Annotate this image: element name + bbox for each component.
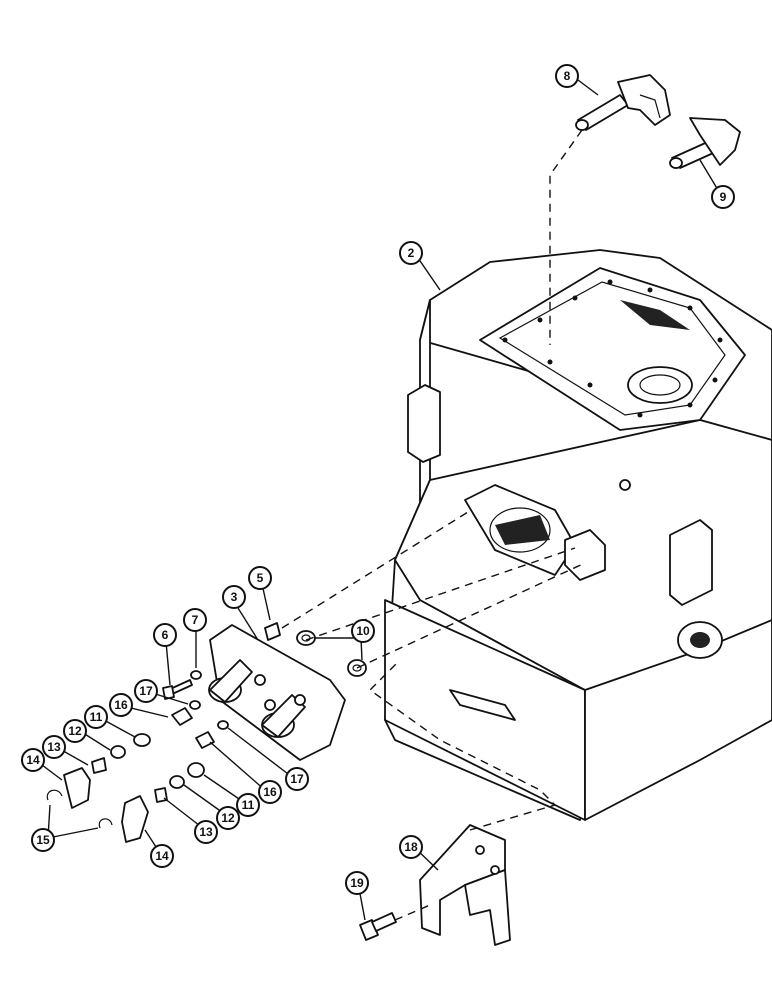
- callout-17-lower: 17: [285, 767, 309, 791]
- callout-14-upper: 14: [21, 748, 45, 772]
- callout-14-lower: 14: [150, 844, 174, 868]
- callout-6: 6: [153, 623, 177, 647]
- callout-6-label: 6: [162, 628, 169, 642]
- bolt-19: [359, 912, 397, 941]
- callout-17-lower-label: 17: [290, 772, 304, 786]
- shift-shaft-8: [575, 74, 671, 131]
- fitting-16-upper: [171, 700, 201, 726]
- ring-11-upper: [133, 733, 151, 747]
- plug-5: [264, 622, 281, 641]
- callout-15-label: 15: [36, 833, 50, 847]
- callout-17-upper-label: 17: [139, 684, 153, 698]
- shift-shaft-9: [669, 117, 741, 169]
- callout-11-lower-label: 11: [242, 798, 255, 812]
- callout-5-label: 5: [257, 571, 264, 585]
- dashed-leader-bracket: [368, 659, 557, 921]
- callout-18: 18: [399, 835, 423, 859]
- clip-15-upper: [46, 789, 63, 801]
- dashed-leader-cover-upper: [281, 511, 469, 629]
- transmission-housing: [384, 249, 772, 821]
- fitting-16-lower: [195, 720, 229, 749]
- callout-12-upper-label: 12: [68, 724, 82, 738]
- washer-7: [190, 670, 202, 680]
- callout-12-upper: 12: [63, 719, 87, 743]
- callout-18-label: 18: [404, 840, 418, 854]
- callout-12-lower: 12: [216, 806, 240, 830]
- bolt-6: [162, 679, 193, 700]
- callout-9: 9: [711, 185, 735, 209]
- callout-7-label: 7: [192, 613, 199, 627]
- lever-14-upper: [63, 767, 91, 809]
- callout-16-lower-label: 16: [263, 785, 277, 799]
- callout-15: 15: [31, 828, 55, 852]
- callout-5: 5: [248, 566, 272, 590]
- callout-7: 7: [183, 608, 207, 632]
- lever-14-lower: [121, 795, 149, 843]
- callout-11-upper: 11: [84, 705, 108, 729]
- clip-15-lower: [98, 818, 113, 829]
- callout-16-upper: 16: [109, 693, 133, 717]
- callout-17-upper: 17: [134, 679, 158, 703]
- callout-10: 10: [351, 619, 375, 643]
- callout-8: 8: [555, 64, 579, 88]
- callout-14-upper-label: 14: [26, 753, 40, 767]
- dashed-leader-cover-middle: [305, 547, 576, 641]
- callout-2: 2: [399, 241, 423, 265]
- callout-8-label: 8: [564, 69, 571, 83]
- callout-13-upper-label: 13: [47, 740, 61, 754]
- dashed-leader-8: [549, 129, 583, 345]
- callout-13-upper: 13: [42, 735, 66, 759]
- callout-19: 19: [345, 871, 369, 895]
- callout-19-label: 19: [350, 876, 364, 890]
- callout-9-label: 9: [720, 190, 727, 204]
- callout-16-upper-label: 16: [114, 698, 128, 712]
- callout-12-lower-label: 12: [221, 811, 235, 825]
- washer-12-upper: [110, 745, 126, 759]
- callout-11-upper-label: 11: [90, 710, 103, 724]
- callout-2-label: 2: [408, 246, 415, 260]
- callout-10-label: 10: [356, 624, 370, 638]
- cover-plate-3: [208, 624, 346, 761]
- callout-13-lower: 13: [194, 820, 218, 844]
- callout-3: 3: [222, 585, 246, 609]
- callout-11-lower: 11: [236, 793, 260, 817]
- key-13-lower: [154, 787, 168, 803]
- bracket-18: [419, 824, 511, 946]
- key-13-upper: [91, 757, 107, 774]
- ring-11-lower: [187, 762, 205, 778]
- callout-3-label: 3: [231, 590, 238, 604]
- washer-12-lower: [169, 775, 185, 789]
- callout-16-lower: 16: [258, 780, 282, 804]
- callout-14-lower-label: 14: [155, 849, 169, 863]
- callout-13-lower-label: 13: [199, 825, 213, 839]
